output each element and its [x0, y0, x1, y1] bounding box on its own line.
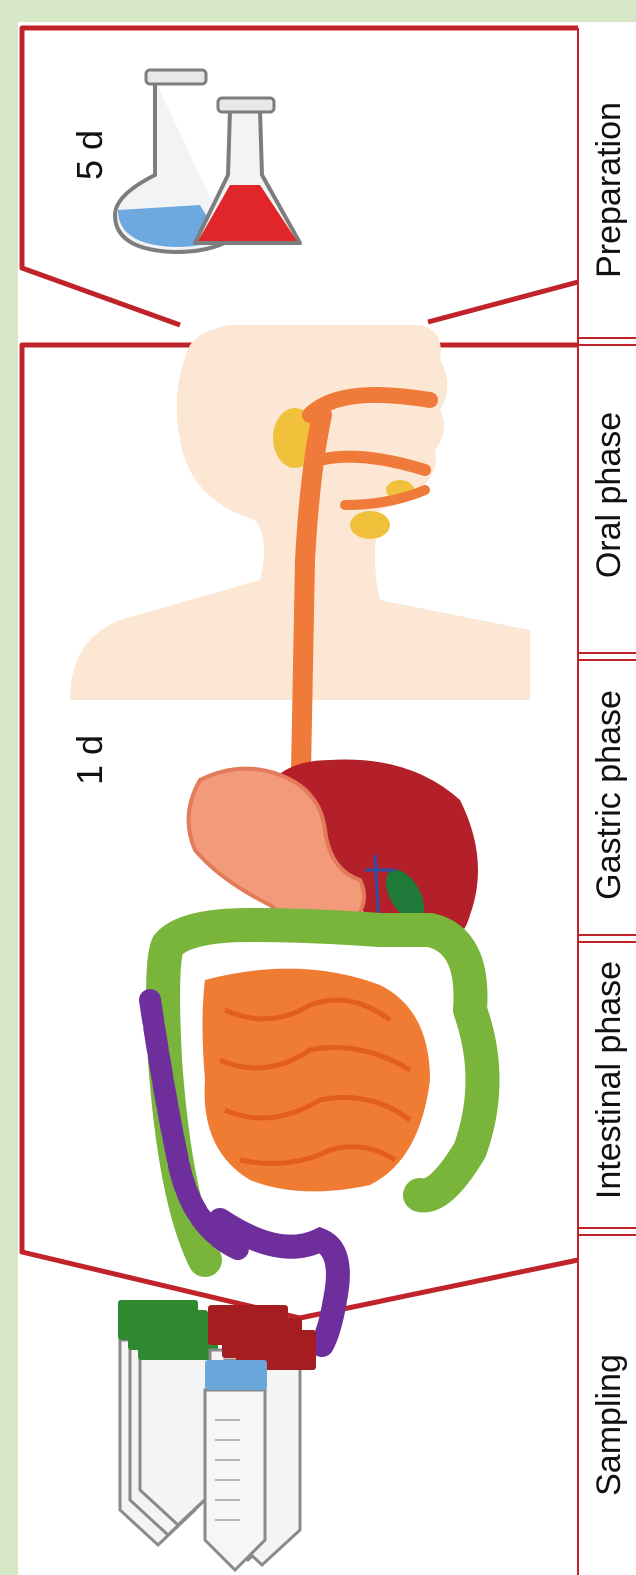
stage-label-sampling: Sampling: [590, 1354, 628, 1496]
stage-label-oral: Oral phase: [590, 412, 628, 578]
stage-label-gastric: Gastric phase: [590, 690, 628, 900]
sample-tubes-icon: [118, 1300, 316, 1570]
duration-preparation: 5 d: [69, 130, 110, 180]
stage-label-preparation: Preparation: [590, 102, 628, 278]
stage-label-intestinal: Intestinal phase: [590, 961, 628, 1199]
duration-digestion: 1 d: [69, 735, 110, 785]
